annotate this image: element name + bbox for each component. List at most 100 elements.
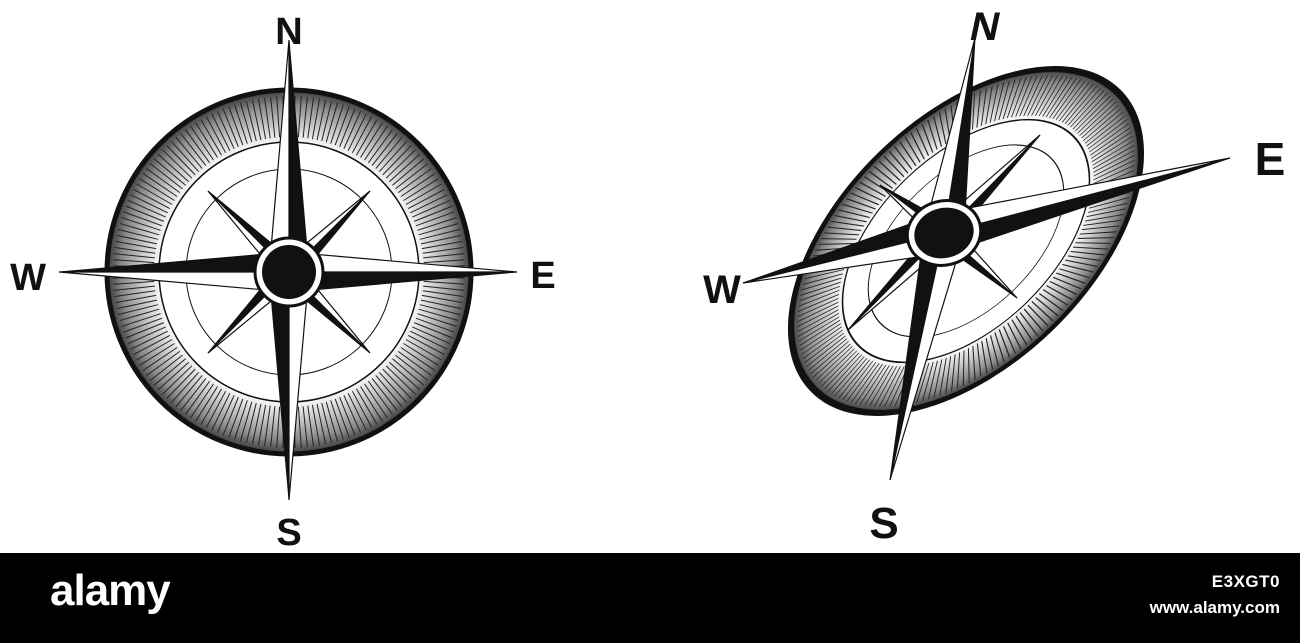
tick-mark	[981, 340, 988, 374]
tick-mark	[228, 398, 244, 438]
tick-mark	[153, 358, 186, 386]
tick-mark	[915, 127, 930, 157]
tick-mark	[157, 153, 190, 183]
tick-mark	[869, 365, 894, 407]
tick-mark	[1038, 75, 1063, 117]
tick-mark	[356, 119, 378, 156]
site-url: www.alamy.com	[1149, 598, 1280, 617]
tick-mark	[834, 357, 868, 397]
tick-mark	[166, 145, 196, 176]
west-label: W	[703, 268, 741, 312]
tick-mark	[1042, 76, 1068, 117]
tick-mark	[1015, 76, 1033, 117]
tick-mark	[859, 364, 887, 405]
tick-mark	[1093, 164, 1135, 185]
tick-mark	[971, 93, 976, 130]
tick-mark	[153, 158, 186, 186]
tick-mark	[800, 281, 841, 296]
tick-mark	[998, 80, 1010, 121]
tick-mark	[850, 192, 880, 206]
tick-mark	[1091, 135, 1133, 163]
tick-mark	[118, 304, 159, 316]
tick-mark	[868, 170, 894, 189]
tick-mark	[830, 220, 865, 227]
tick-mark	[170, 140, 200, 173]
tick-mark	[927, 119, 938, 150]
tick-mark	[397, 350, 432, 376]
tick-mark	[422, 290, 464, 297]
tick-mark	[799, 285, 841, 302]
tick-mark	[115, 240, 157, 250]
tick-mark	[395, 354, 429, 381]
tick-mark	[1077, 98, 1114, 134]
tick-mark	[1045, 77, 1073, 118]
tick-mark	[873, 366, 898, 407]
tick-mark	[1087, 202, 1128, 213]
tick-mark	[878, 366, 901, 407]
tick-mark	[972, 345, 976, 381]
tick-mark	[113, 259, 155, 264]
tick-mark	[989, 84, 999, 123]
tick-mark	[939, 357, 947, 396]
tick-mark	[162, 149, 193, 179]
tick-mark	[422, 247, 464, 254]
tick-mark	[415, 211, 455, 227]
tick-mark	[1019, 75, 1038, 117]
tick-mark	[311, 98, 321, 140]
tick-mark	[419, 228, 460, 240]
tick-mark	[976, 90, 981, 128]
tick-mark	[116, 234, 158, 245]
tick-mark	[998, 328, 1011, 359]
tick-mark	[392, 158, 425, 186]
tick-mark	[804, 269, 845, 280]
tick-mark	[412, 199, 451, 218]
tick-mark	[139, 343, 175, 366]
tick-mark	[820, 238, 857, 240]
tick-mark	[1042, 289, 1069, 306]
tick-mark	[347, 393, 367, 431]
tick-mark	[797, 297, 839, 318]
tick-mark	[302, 406, 308, 448]
tick-mark	[371, 378, 398, 412]
tick-mark	[985, 337, 994, 370]
south-label: S	[869, 499, 898, 548]
tick-mark	[423, 253, 465, 259]
tick-mark	[228, 106, 244, 146]
tick-mark	[1087, 119, 1128, 150]
tick-mark	[142, 347, 178, 371]
tick-mark	[1075, 242, 1112, 244]
tick-mark	[307, 405, 314, 447]
tick-mark	[395, 163, 429, 190]
tick-mark	[195, 386, 218, 422]
tick-mark	[113, 285, 155, 291]
tick-mark	[240, 401, 253, 442]
tick-mark	[801, 326, 842, 355]
tick-mark	[806, 335, 846, 367]
tick-mark	[351, 116, 373, 154]
tick-mark	[1027, 75, 1049, 116]
tick-mark	[821, 350, 858, 387]
tick-mark	[855, 364, 883, 404]
tick-mark	[418, 308, 459, 321]
tick-mark	[1055, 80, 1086, 120]
tick-mark	[385, 365, 416, 395]
tick-mark	[838, 209, 870, 218]
tick-mark	[302, 96, 308, 138]
tick-mark	[325, 102, 338, 143]
tick-mark	[334, 106, 350, 146]
tick-mark	[1035, 297, 1059, 317]
tick-mark	[810, 341, 849, 375]
tick-mark	[1007, 322, 1022, 350]
tick-mark	[400, 173, 436, 197]
tick-mark	[1092, 140, 1134, 166]
tick-mark	[815, 346, 853, 381]
tick-mark	[797, 301, 839, 323]
tick-mark	[1006, 78, 1022, 119]
tick-mark	[270, 406, 276, 448]
tick-mark	[956, 352, 961, 389]
brand-logo: alamy	[50, 566, 171, 615]
tick-mark	[211, 393, 231, 431]
tick-mark	[407, 334, 445, 356]
tick-mark	[400, 347, 436, 371]
tick-mark	[418, 223, 459, 236]
